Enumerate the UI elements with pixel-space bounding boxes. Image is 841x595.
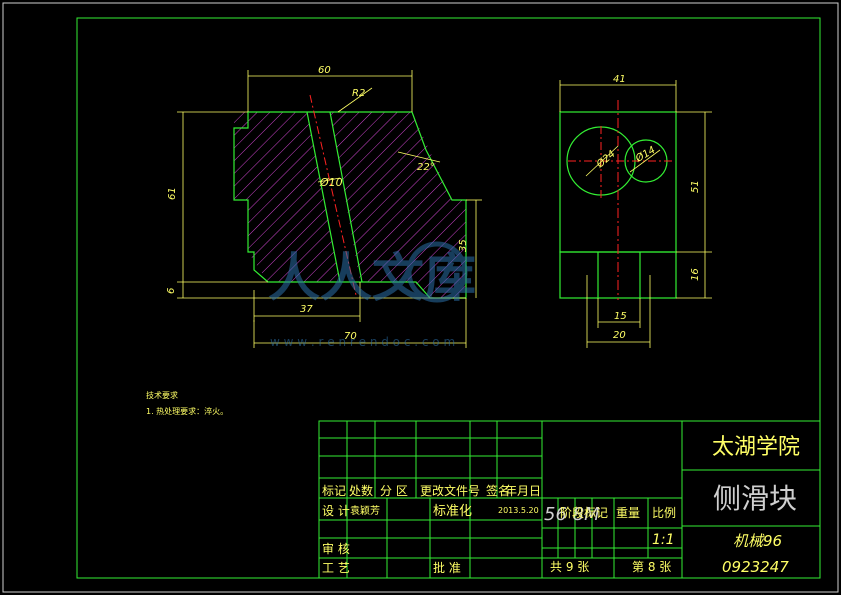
- tb-part-name: 侧滑块: [713, 482, 797, 515]
- tb-scale-value: 1:1: [652, 532, 675, 548]
- tb-handwritten: 56 8M: [544, 504, 600, 525]
- tb-total-sheets: 共 9 张: [550, 560, 589, 574]
- dim-diameter-24: Ø24: [593, 148, 617, 171]
- tb-scale-label: 比例: [652, 506, 676, 520]
- tb-sheet-number: 第 8 张: [632, 560, 671, 574]
- tb-col-change-doc: 更改文件号: [420, 483, 480, 498]
- dim-51: 51: [690, 180, 701, 193]
- front-view: 60 R2 22° Ø10 61 35 6 37 70: [166, 65, 482, 348]
- tb-stage-label: 阶段标记: [560, 505, 608, 520]
- dim-r2: R2: [352, 88, 365, 99]
- leader-r2: [337, 87, 373, 113]
- hole-centerline: [309, 94, 357, 296]
- leader-d14: [629, 149, 661, 173]
- dim-35: 35: [458, 239, 469, 252]
- tb-check-label: 审 核: [322, 541, 350, 556]
- notes-line-1: 1. 热处理要求：淬火。: [146, 406, 228, 416]
- tb-col-mark: 标记: [322, 484, 346, 498]
- tb-class: 机械96: [733, 532, 782, 550]
- tb-approve-label: 批 准: [433, 560, 461, 575]
- tb-col-sign: 签名: [486, 483, 510, 498]
- tb-student-id: 0923247: [722, 558, 789, 576]
- dim-20: 20: [613, 330, 626, 341]
- notes-title: 技术要求: [146, 390, 178, 400]
- dim-70: 70: [344, 331, 357, 342]
- tb-standard-label: 标准化: [433, 504, 472, 519]
- tb-col-date: 年月日: [505, 484, 541, 498]
- dim-37: 37: [300, 304, 313, 315]
- tb-school: 太湖学院: [712, 435, 800, 460]
- title-block: [318, 420, 821, 579]
- leader-angle: [397, 151, 441, 163]
- watermark-url: w w w . r e n r e n d o c . c o m: [270, 335, 455, 349]
- tb-weight-label: 重量: [616, 506, 640, 520]
- dim-6: 6: [166, 288, 177, 294]
- leader-d24: [585, 145, 619, 177]
- watermark: 人人文库 w w w . r e n r e n d o c . c o m: [268, 241, 476, 349]
- tb-col-zone: 分 区: [380, 484, 408, 498]
- tb-date: 2013.5.20: [498, 506, 539, 515]
- tb-designer: 袁颖芳: [350, 504, 380, 517]
- dim-15: 15: [614, 311, 627, 322]
- tb-design-label: 设 计: [322, 504, 350, 518]
- dim-16: 16: [690, 268, 701, 281]
- watermark-text: 人人文库: [268, 249, 476, 309]
- dim-diameter-14: Ø14: [633, 144, 658, 165]
- hole-edge-left: [306, 111, 341, 283]
- dim-61: 61: [167, 187, 178, 200]
- dim-angle-22: 22°: [417, 162, 435, 173]
- side-view: 41 Ø24 Ø14 51 16 15 20: [559, 74, 712, 348]
- hole-edge-right: [329, 111, 363, 283]
- dim-60: 60: [318, 65, 331, 76]
- tb-process-label: 工 艺: [322, 561, 350, 575]
- dim-diameter-10: Ø10: [319, 176, 343, 189]
- tb-col-count: 处数: [349, 483, 373, 498]
- dim-41: 41: [613, 74, 626, 85]
- leader-d10: [317, 177, 341, 183]
